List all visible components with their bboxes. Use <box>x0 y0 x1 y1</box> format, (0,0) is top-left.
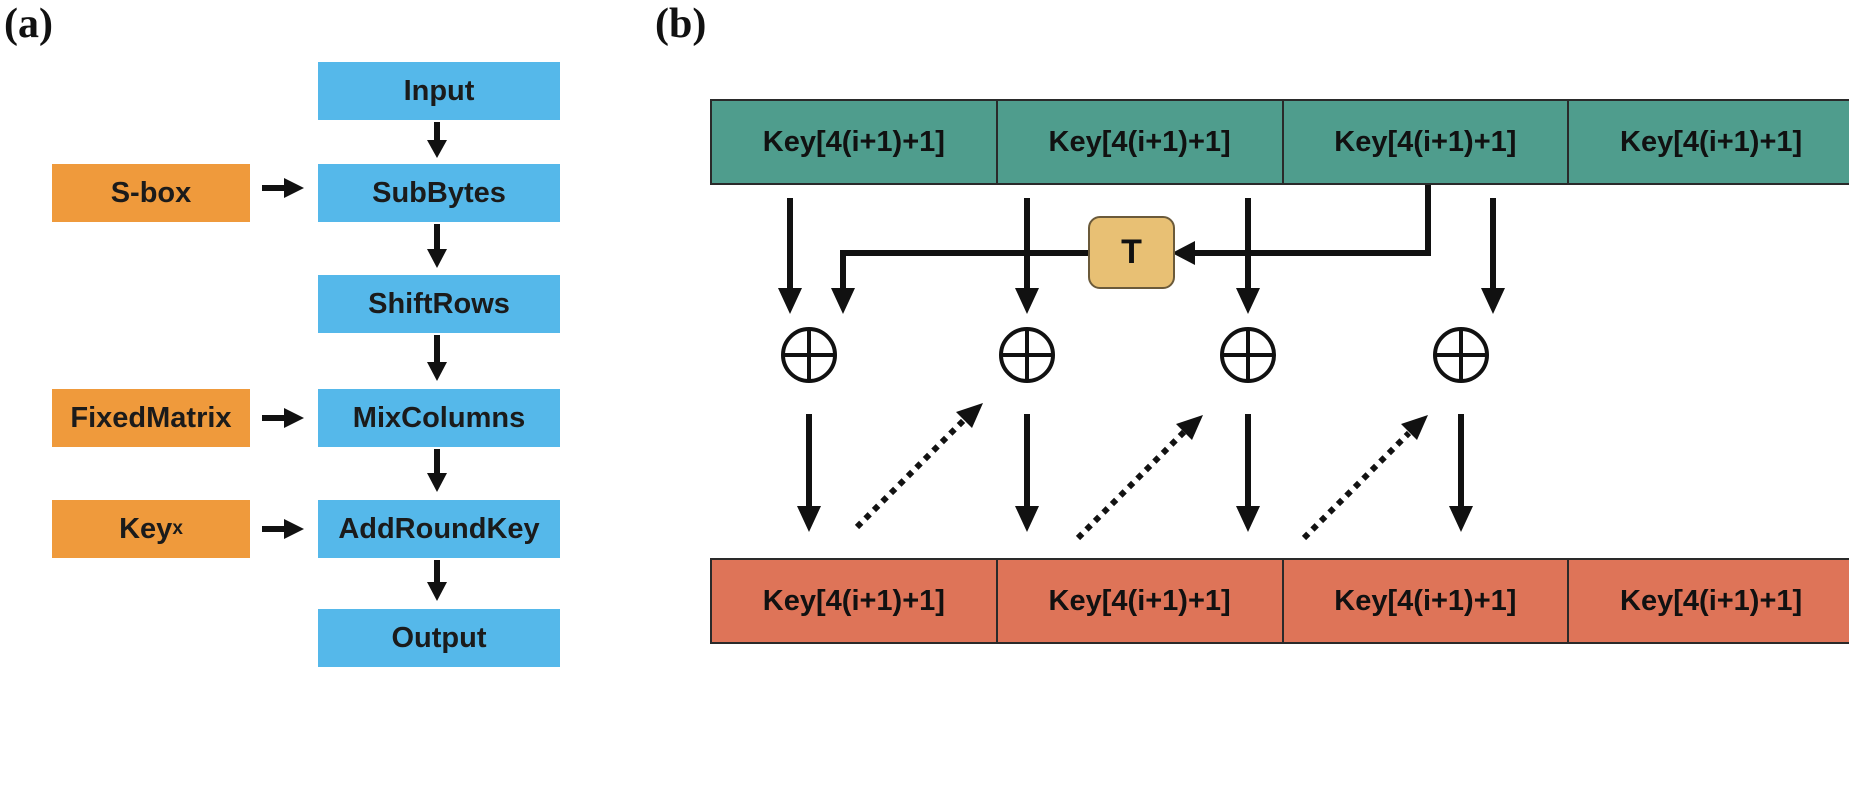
top-key-cell: Key[4(i+1)+1] <box>1284 101 1570 183</box>
xor-icon <box>1220 327 1276 383</box>
flow-arrowhead <box>427 362 447 381</box>
panel-b-label: (b) <box>655 1 707 47</box>
top-key-row: Key[4(i+1)+1] Key[4(i+1)+1] Key[4(i+1)+1… <box>710 99 1849 185</box>
bottom-key-cell: Key[4(i+1)+1] <box>1620 584 1803 617</box>
fixed-matrix-input: FixedMatrix <box>52 389 250 447</box>
round-key-label: Key <box>119 512 173 545</box>
flow-arrowhead <box>427 582 447 601</box>
bottom-key-row: Key[4(i+1)+1] Key[4(i+1)+1] Key[4(i+1)+1… <box>710 558 1849 644</box>
flow-step-input: Input <box>318 62 560 120</box>
top-down-arrows <box>778 198 1505 314</box>
flow-step-subbytes: SubBytes <box>318 164 560 222</box>
flow-step-output: Output <box>318 609 560 667</box>
round-key-subscript: x <box>172 518 183 539</box>
transform-path <box>840 185 1431 292</box>
xor-icon <box>999 327 1055 383</box>
top-key-cell: Key[4(i+1)+1] <box>998 101 1284 183</box>
transform-box: T <box>1088 216 1175 289</box>
flow-arrows <box>427 122 447 601</box>
xor-symbols <box>781 327 1489 383</box>
transform-output-arrowhead <box>831 288 855 314</box>
bottom-key-cell: Key[4(i+1)+1] <box>998 560 1284 642</box>
flow-arrowhead <box>427 473 447 492</box>
flow-arrowhead <box>427 140 447 158</box>
top-key-cell: Key[4(i+1)+1] <box>712 101 998 183</box>
top-key-cell: Key[4(i+1)+1] <box>1620 125 1803 158</box>
bottom-key-cell: Key[4(i+1)+1] <box>1284 560 1570 642</box>
flow-step-addroundkey: AddRoundKey <box>318 500 560 558</box>
input-arrows <box>262 178 304 539</box>
bottom-down-arrows <box>797 414 1473 532</box>
panel-a-label: (a) <box>4 1 53 47</box>
sbox-input: S-box <box>52 164 250 222</box>
bottom-key-cell: Key[4(i+1)+1] <box>712 560 998 642</box>
flow-step-shiftrows: ShiftRows <box>318 275 560 333</box>
chain-arrowheads <box>956 403 1428 440</box>
flow-step-mixcolumns: MixColumns <box>318 389 560 447</box>
flow-arrowhead <box>427 249 447 268</box>
xor-icon <box>1433 327 1489 383</box>
chain-arrows <box>854 417 1412 541</box>
xor-icon <box>781 327 837 383</box>
transform-input-arrowhead <box>1172 241 1195 265</box>
